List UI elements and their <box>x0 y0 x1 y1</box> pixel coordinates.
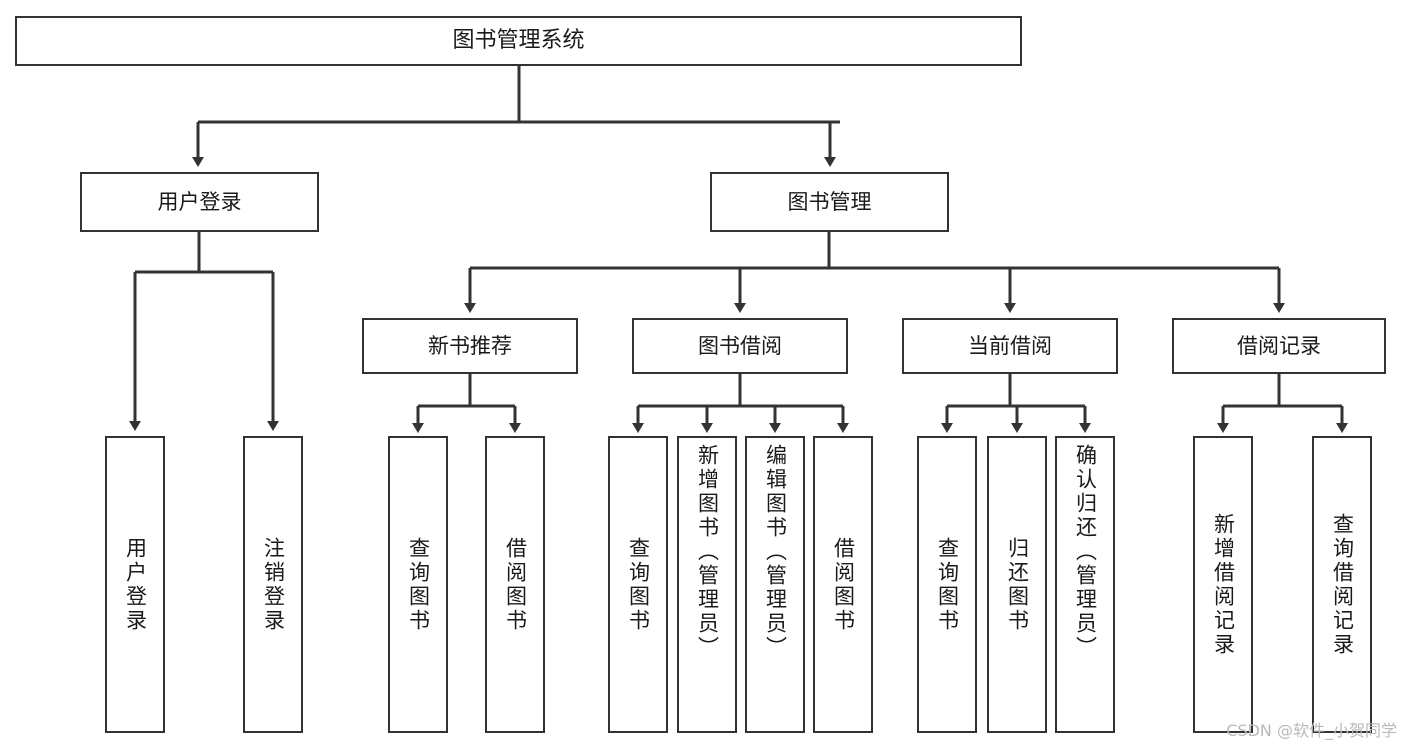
node-leaf-query-book-3-label: 查询图书 <box>935 536 960 633</box>
node-leaf-query-book-1[interactable]: 查询图书 <box>388 436 448 733</box>
node-leaf-query-book-1-label: 查询图书 <box>406 536 431 633</box>
node-leaf-borrow-book-1[interactable]: 借阅图书 <box>485 436 545 733</box>
node-leaf-add-record-label: 新增借阅记录 <box>1211 512 1236 657</box>
node-borrow-record[interactable]: 借阅记录 <box>1172 318 1386 374</box>
watermark: CSDN @软件_小贺同学 <box>1226 721 1397 740</box>
node-leaf-edit-book[interactable]: 编辑图书（管理员） <box>745 436 805 733</box>
node-book-manage[interactable]: 图书管理 <box>710 172 949 232</box>
node-user-login-label: 用户登录 <box>157 189 242 214</box>
node-leaf-confirm-return[interactable]: 确认归还（管理员） <box>1055 436 1115 733</box>
node-leaf-user-login[interactable]: 用户登录 <box>105 436 165 733</box>
node-leaf-add-book[interactable]: 新增图书（管理员） <box>677 436 737 733</box>
node-leaf-query-record[interactable]: 查询借阅记录 <box>1312 436 1372 733</box>
node-leaf-edit-book-label: 编辑图书（管理员） <box>763 444 788 660</box>
node-leaf-user-login-label: 用户登录 <box>123 536 148 633</box>
node-current-borrow-label: 当前借阅 <box>968 333 1052 358</box>
node-leaf-query-book-3[interactable]: 查询图书 <box>917 436 977 733</box>
node-leaf-borrow-book-2-label: 借阅图书 <box>831 536 856 633</box>
node-leaf-add-record[interactable]: 新增借阅记录 <box>1193 436 1253 733</box>
node-book-borrow[interactable]: 图书借阅 <box>632 318 848 374</box>
node-leaf-add-book-label: 新增图书（管理员） <box>695 444 720 660</box>
node-root[interactable]: 图书管理系统 <box>15 16 1022 66</box>
node-current-borrow[interactable]: 当前借阅 <box>902 318 1118 374</box>
node-leaf-query-book-2[interactable]: 查询图书 <box>608 436 668 733</box>
node-leaf-query-record-label: 查询借阅记录 <box>1330 512 1355 657</box>
node-book-borrow-label: 图书借阅 <box>698 333 782 358</box>
node-new-book-recommend-label: 新书推荐 <box>428 333 512 358</box>
node-book-manage-label: 图书管理 <box>787 189 872 214</box>
node-leaf-confirm-return-label: 确认归还（管理员） <box>1073 444 1098 660</box>
node-new-book-recommend[interactable]: 新书推荐 <box>362 318 578 374</box>
node-leaf-query-book-2-label: 查询图书 <box>626 536 651 633</box>
node-leaf-borrow-book-2[interactable]: 借阅图书 <box>813 436 873 733</box>
node-leaf-logout-login[interactable]: 注销登录 <box>243 436 303 733</box>
node-leaf-return-book-label: 归还图书 <box>1005 536 1030 633</box>
node-leaf-return-book[interactable]: 归还图书 <box>987 436 1047 733</box>
node-leaf-logout-login-label: 注销登录 <box>261 536 286 633</box>
node-user-login[interactable]: 用户登录 <box>80 172 319 232</box>
node-root-label: 图书管理系统 <box>452 28 585 54</box>
node-leaf-borrow-book-1-label: 借阅图书 <box>503 536 528 633</box>
node-borrow-record-label: 借阅记录 <box>1237 333 1321 358</box>
